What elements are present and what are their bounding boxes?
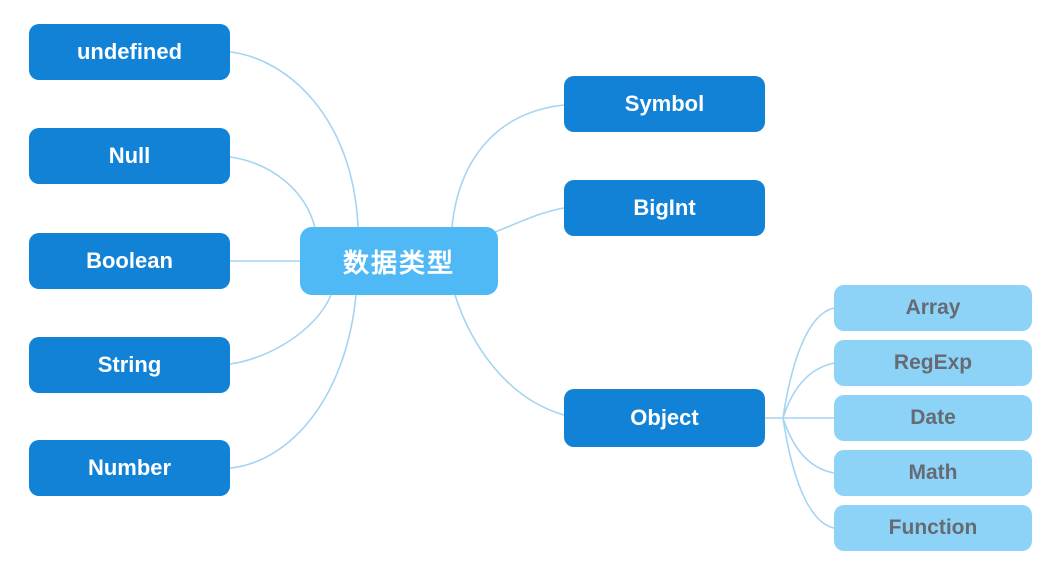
connector-object-math — [782, 417, 835, 474]
connector-root-undefined — [229, 51, 359, 228]
connector-object-regexp — [782, 362, 835, 419]
connector-root-object — [454, 294, 565, 416]
connector-object-array — [782, 307, 835, 419]
node-symbol[interactable]: Symbol — [564, 76, 765, 132]
connector-root-bigint — [494, 207, 565, 233]
root-node-data-types[interactable]: 数据类型 — [300, 227, 498, 295]
node-date[interactable]: Date — [834, 395, 1032, 441]
node-regexp[interactable]: RegExp — [834, 340, 1032, 386]
node-array[interactable]: Array — [834, 285, 1032, 331]
connector-root-number — [229, 294, 357, 469]
node-string[interactable]: String — [29, 337, 230, 393]
connector-root-string — [229, 294, 332, 365]
node-number[interactable]: Number — [29, 440, 230, 496]
node-bigint[interactable]: BigInt — [564, 180, 765, 236]
node-undefined[interactable]: undefined — [29, 24, 230, 80]
connector-root-symbol — [451, 104, 565, 228]
node-boolean[interactable]: Boolean — [29, 233, 230, 289]
node-null[interactable]: Null — [29, 128, 230, 184]
node-object[interactable]: Object — [564, 389, 765, 447]
node-math[interactable]: Math — [834, 450, 1032, 496]
node-function[interactable]: Function — [834, 505, 1032, 551]
connector-root-null — [229, 156, 316, 229]
connector-object-function — [782, 417, 835, 529]
